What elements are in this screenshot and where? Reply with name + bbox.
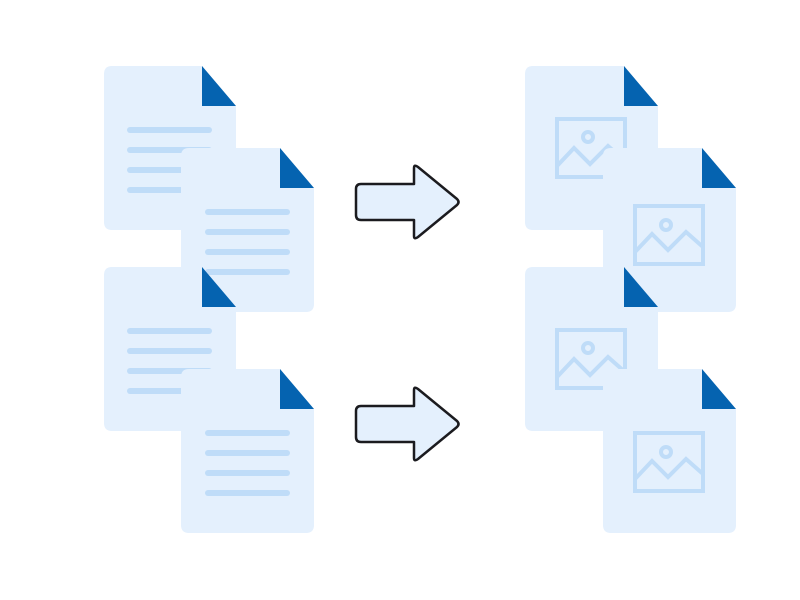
right-arrow-icon — [354, 164, 460, 240]
image-file-icon — [603, 148, 736, 312]
document-fold — [624, 66, 658, 106]
target-documents-group — [525, 66, 736, 533]
document-fold — [702, 148, 736, 188]
text-document-icon — [181, 369, 314, 533]
document-fold — [202, 66, 236, 106]
source-documents-group — [104, 66, 314, 533]
document-fold — [624, 267, 658, 307]
document-fold — [202, 267, 236, 307]
text-document-icon — [181, 148, 314, 312]
document-fold — [280, 369, 314, 409]
picture-icon — [555, 328, 627, 390]
document-fold — [280, 148, 314, 188]
document-fold — [702, 369, 736, 409]
picture-icon — [633, 431, 705, 493]
image-file-icon — [603, 369, 736, 533]
picture-icon — [633, 204, 705, 266]
right-arrow-icon — [354, 386, 460, 462]
conversion-arrows-group — [354, 164, 460, 462]
